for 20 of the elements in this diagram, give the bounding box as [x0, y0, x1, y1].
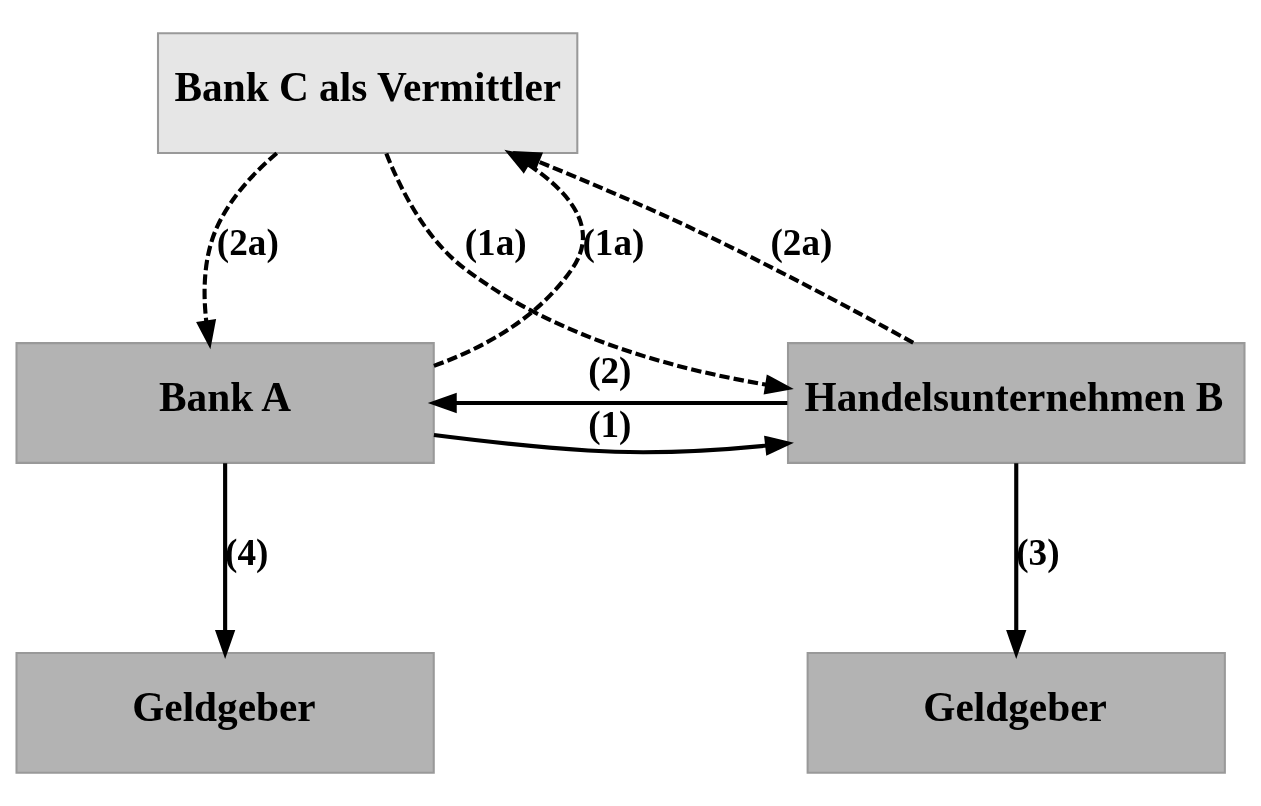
node-box: Geldgeber [806, 651, 1226, 774]
arrow [1006, 463, 1027, 660]
arrow [512, 151, 915, 345]
arrow [433, 433, 794, 456]
node-box: Bank A [15, 342, 435, 464]
edge-label: (2a) [770, 222, 833, 264]
edge-label: (4) [225, 531, 269, 573]
node-box: Handelsunternehmen B [786, 342, 1246, 464]
edge-label: (2) [588, 350, 632, 392]
arrow [427, 392, 788, 414]
edge-label: (1a) [464, 222, 527, 264]
edge-label: (2a) [216, 222, 279, 264]
node-box: Geldgeber [15, 651, 435, 774]
arrow [196, 151, 279, 350]
node-box: Bank C als Vermittler [156, 32, 579, 155]
arrow [215, 463, 236, 660]
edge-label: (1) [588, 403, 632, 445]
arrow [384, 152, 794, 395]
edge-label: (1a) [582, 222, 645, 264]
edge-label: (3) [1016, 531, 1060, 573]
